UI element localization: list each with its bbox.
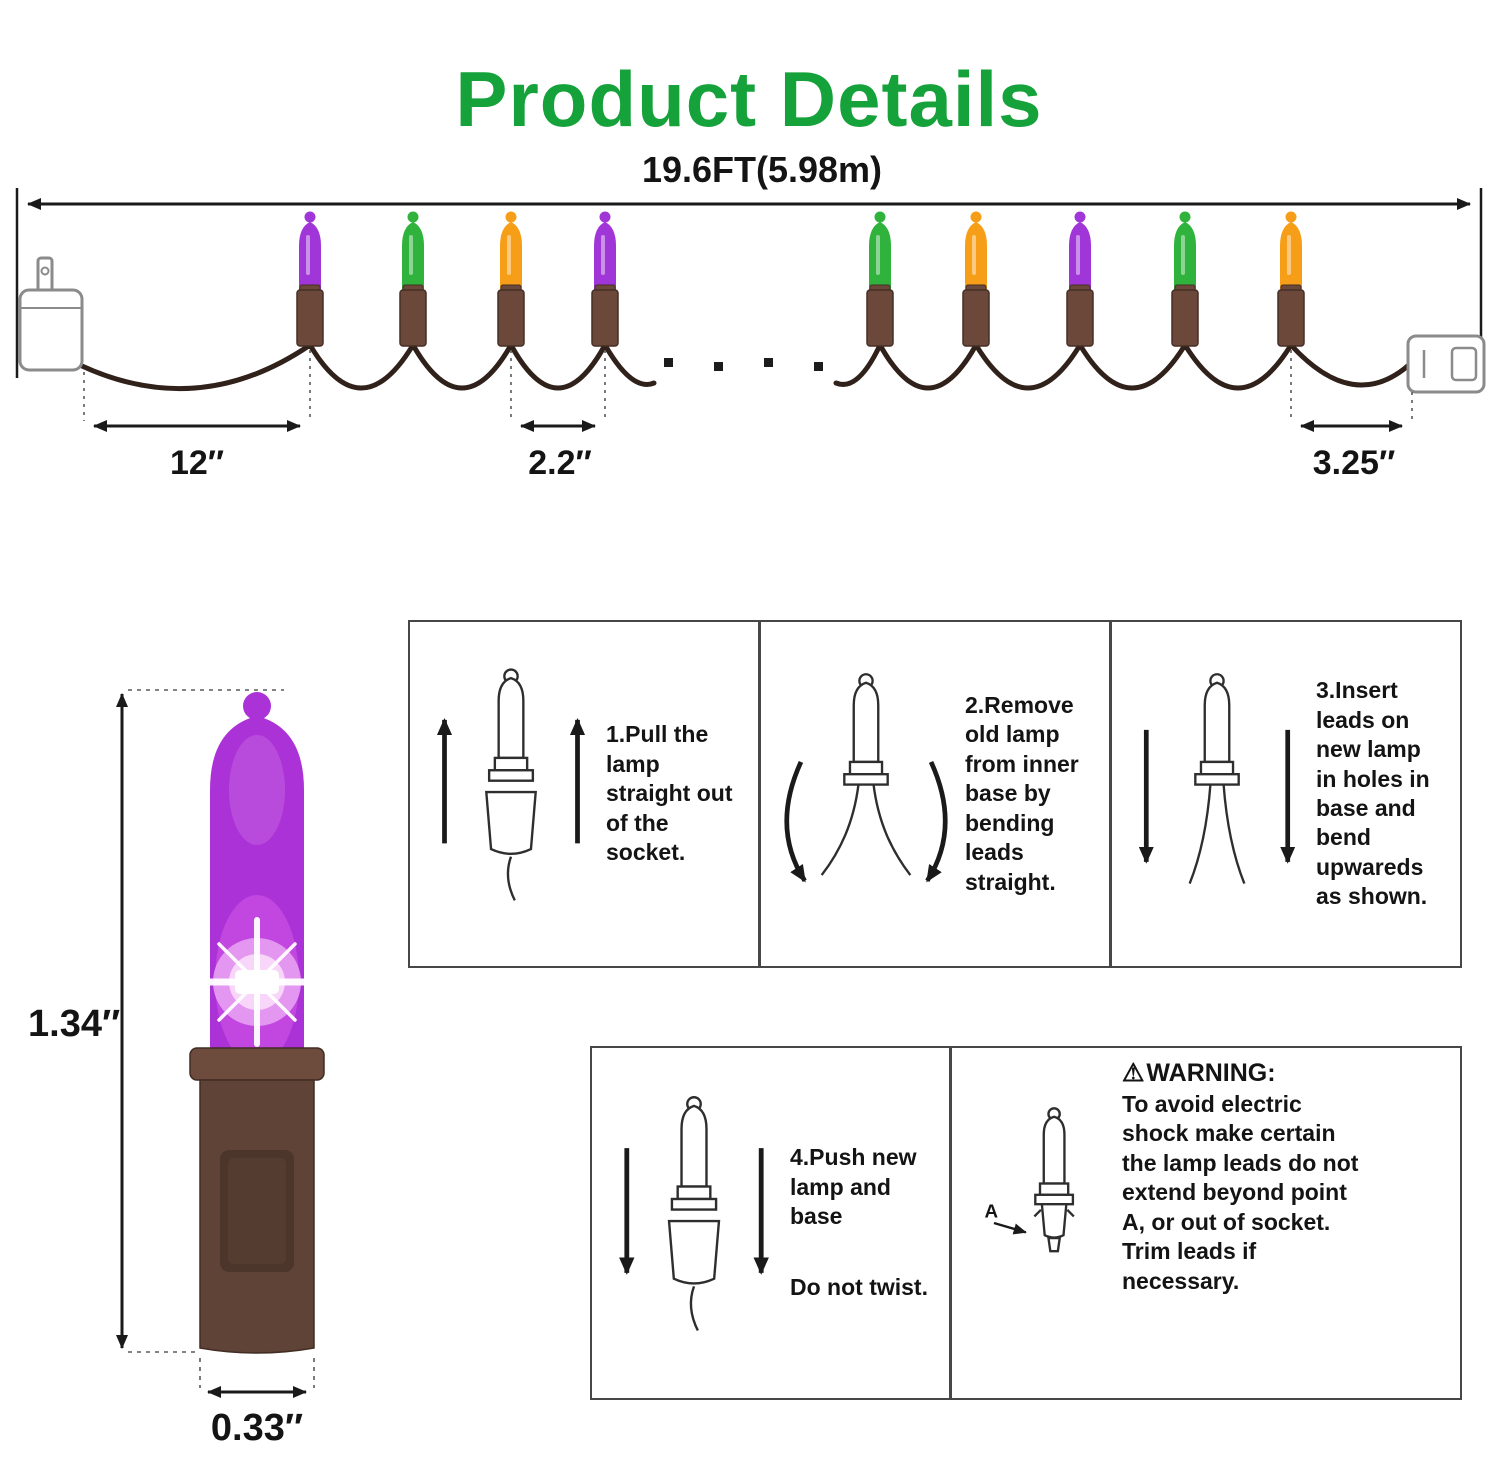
push-lamp-diagram xyxy=(619,1096,769,1332)
mini-bulb-green xyxy=(399,211,427,347)
instruction-panel-3: 3.Insert leads on new lamp in holes in b… xyxy=(1110,620,1462,968)
measure-guides xyxy=(83,350,1413,421)
bulb-dimension-diagram: 1.34″ 0.33″ xyxy=(28,689,330,1449)
warning-icon: ⚠ xyxy=(1122,1059,1145,1087)
mini-bulb-purple xyxy=(591,211,619,347)
warning-title: WARNING: xyxy=(1146,1058,1276,1087)
pull-lamp-diagram xyxy=(436,668,586,901)
large-purple-bulb xyxy=(184,692,330,1065)
mini-bulb-green xyxy=(1171,211,1199,347)
mini-bulb-green xyxy=(866,211,894,347)
bulb-spacing-label: 2.2″ xyxy=(528,444,592,482)
step-4-text: 4.Push new lamp and base xyxy=(790,1144,917,1229)
trim-point-diagram: A xyxy=(985,1107,1075,1253)
total-length-arrow xyxy=(15,188,1483,378)
remove-lamp-diagram xyxy=(784,673,948,883)
lead-length-label: 12″ xyxy=(170,444,224,482)
instruction-panel-4: 4.Push new lamp and base Do not twist. xyxy=(590,1046,951,1400)
warning-text: To avoid electric shock make certain the… xyxy=(1122,1091,1359,1294)
end-connector-icon xyxy=(1406,334,1486,394)
string-light-diagram: 19.6FT(5.98m) xyxy=(15,149,1486,482)
base-width-label: 0.33″ xyxy=(211,1407,303,1449)
mini-bulb-purple xyxy=(1066,211,1094,347)
total-length-label: 19.6FT(5.98m) xyxy=(642,149,882,190)
point-a-arrow xyxy=(993,1221,1027,1235)
step-4-note: Do not twist. xyxy=(790,1274,928,1301)
page-title: Product Details xyxy=(455,55,1043,144)
width-guides xyxy=(199,1358,315,1388)
continuation-dots xyxy=(664,358,823,371)
tail-length-label: 3.25″ xyxy=(1313,444,1395,482)
warning-text-block: ⚠ WARNING: To avoid electric shock make … xyxy=(1120,1048,1376,1296)
warning-panel: A ⚠ WARNING: To avoid electric shock mak… xyxy=(950,1046,1462,1400)
height-guides xyxy=(128,689,284,1353)
instruction-panel-2: 2.Remove old lamp from inner base by ben… xyxy=(759,620,1111,968)
bulb-height-label: 1.34″ xyxy=(28,1003,120,1045)
insert-leads-diagram xyxy=(1138,673,1296,885)
mini-bulb-orange xyxy=(497,211,525,347)
instruction-panel-1: 1.Pull the lamp straight out of the sock… xyxy=(408,620,760,968)
mini-bulb-orange xyxy=(962,211,990,347)
instruction-step-3: 3.Insert leads on new lamp in holes in b… xyxy=(1316,677,1430,910)
instruction-step-2: 2.Remove old lamp from inner base by ben… xyxy=(965,691,1079,895)
string-wire xyxy=(79,342,1413,392)
instruction-step-1: 1.Pull the lamp straight out of the sock… xyxy=(606,721,733,866)
mini-bulb-purple xyxy=(296,211,324,347)
point-a-label: A xyxy=(985,1200,999,1221)
bulb-base xyxy=(189,1047,325,1354)
mini-bulb-orange xyxy=(1277,211,1305,347)
power-plug-icon xyxy=(18,256,84,372)
bulb-string xyxy=(296,211,1305,347)
instruction-step-4: 4.Push new lamp and base Do not twist. xyxy=(790,1143,949,1303)
